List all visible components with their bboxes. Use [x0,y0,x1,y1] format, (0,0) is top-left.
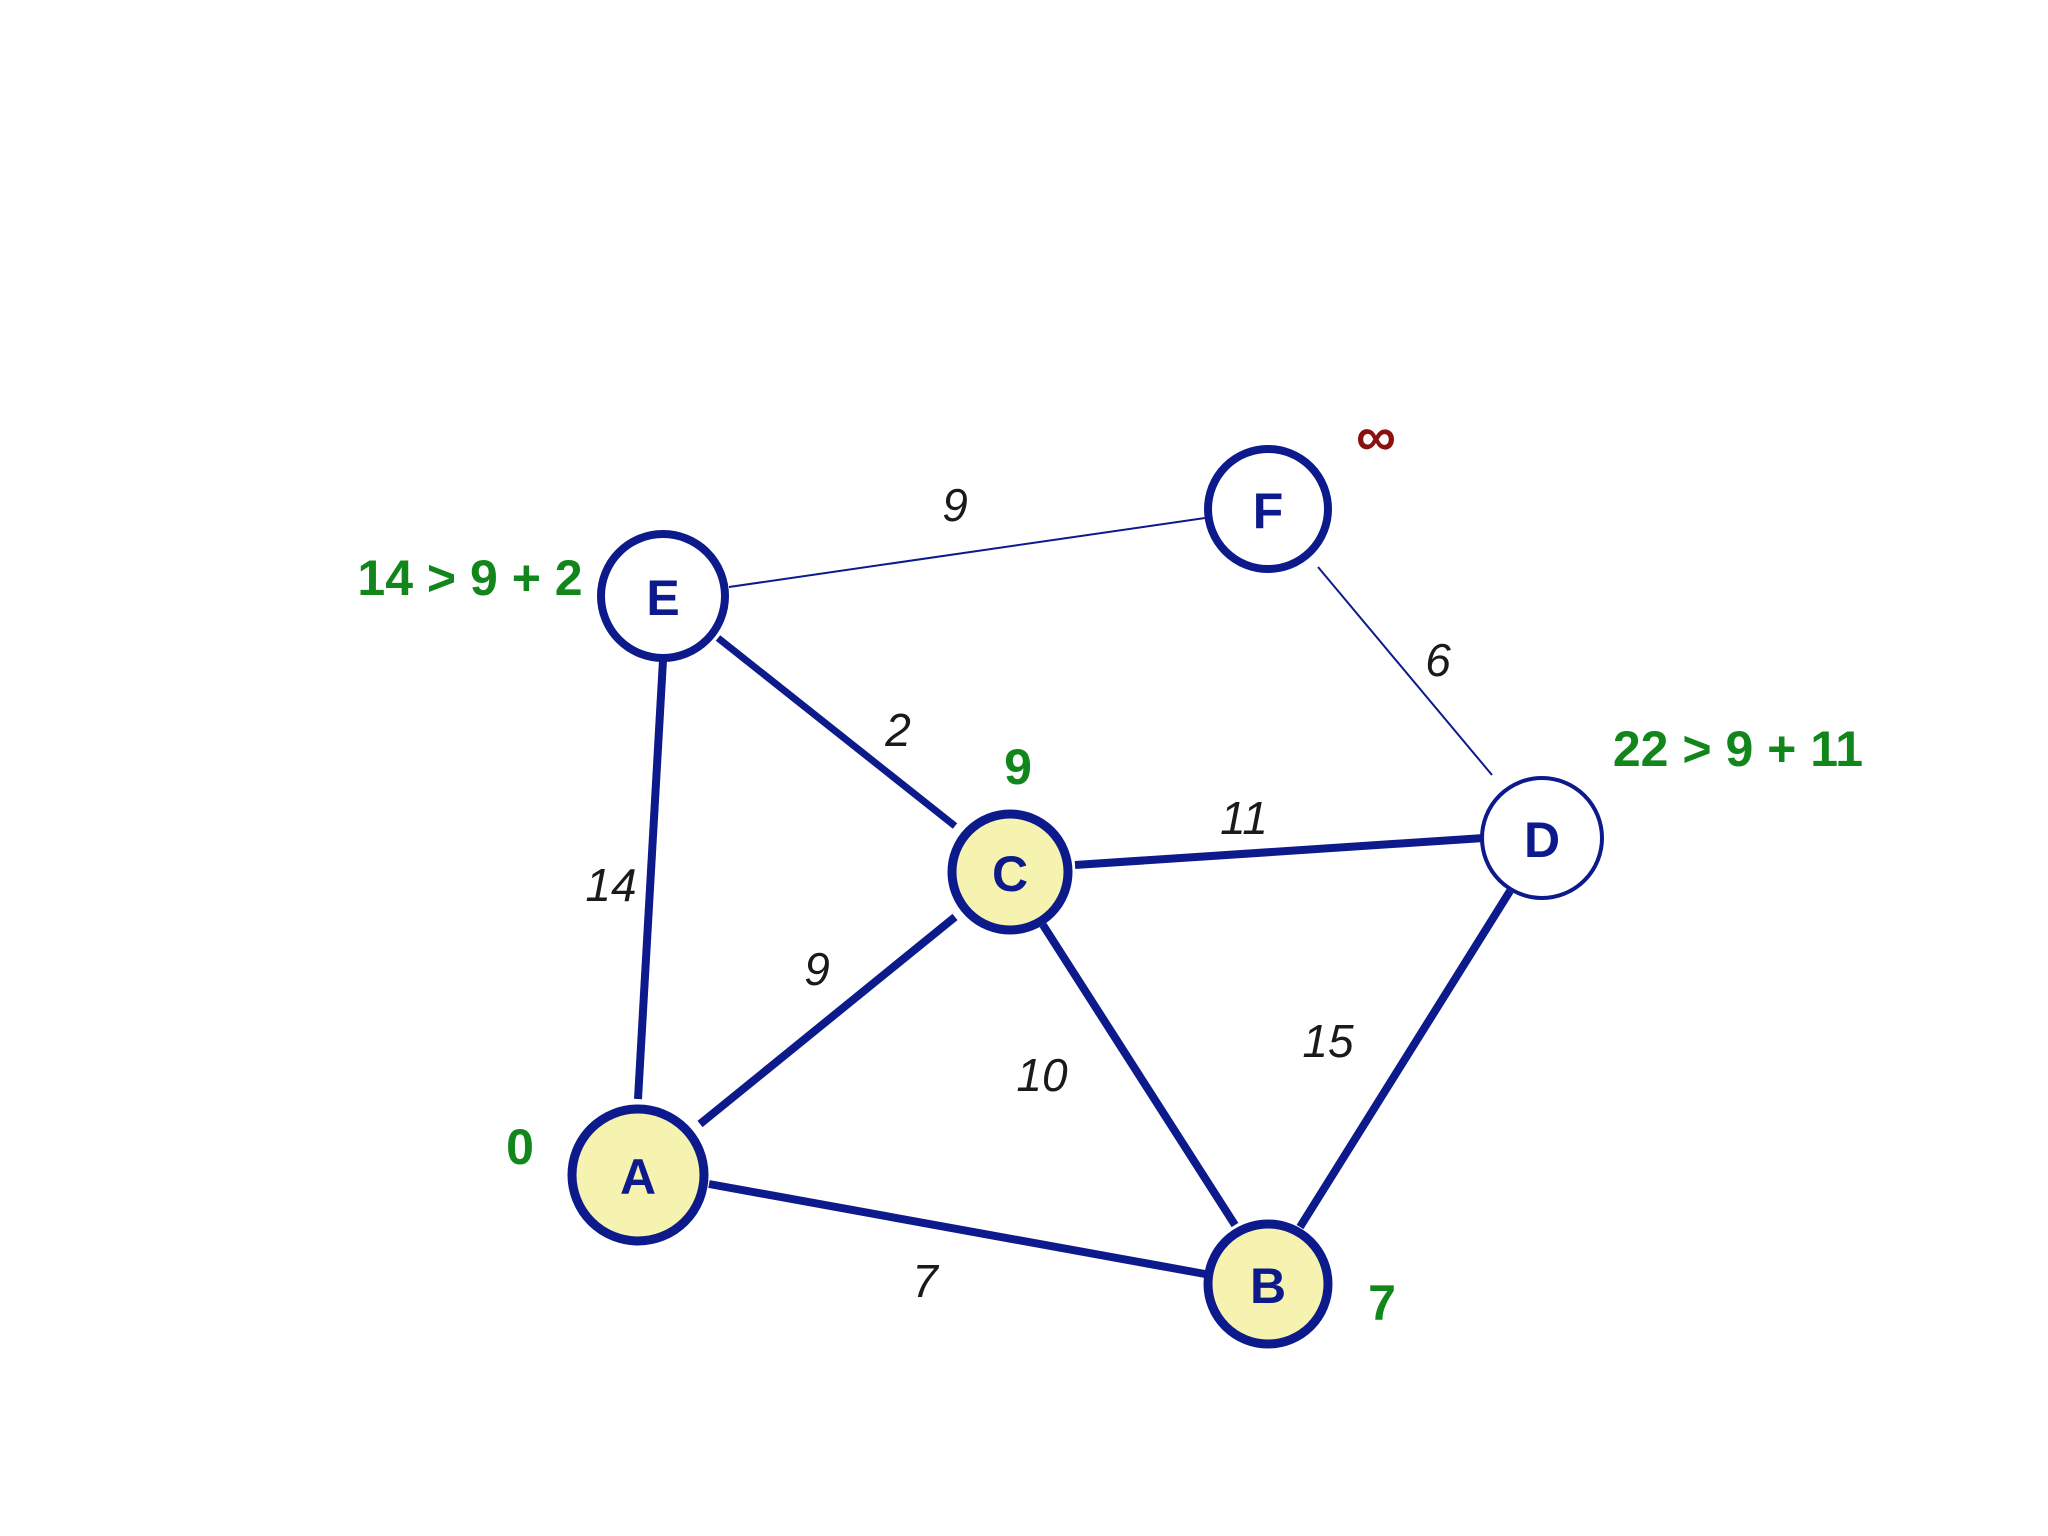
edge-weight-e-f: 9 [942,479,968,531]
weights-layer: 7 9 14 10 15 11 2 6 9 [585,479,1451,1307]
node-f-distance: ∞ [1356,405,1396,468]
node-c-circle [947,809,1073,935]
edges-layer [634,517,1514,1278]
edge-c-e [715,635,958,829]
node-e-circle [597,530,729,662]
node-e: E [597,530,729,662]
node-d-distance: 22 > 9 + 11 [1613,721,1863,777]
node-f-label: F [1253,483,1284,539]
node-d-label: D [1524,812,1560,868]
edge-a-e [634,659,667,1100]
edge-b-d [1296,888,1514,1230]
node-d: D [1480,776,1604,900]
node-f-circle [1204,445,1332,573]
node-d-circle [1480,776,1604,900]
node-a-label: A [620,1149,656,1205]
edge-a-c [697,913,958,1128]
node-f: F [1204,445,1332,573]
edge-weight-a-b: 7 [912,1255,939,1307]
node-c-distance: 9 [1004,739,1032,795]
edge-e-f [728,517,1206,588]
node-e-distance: 14 > 9 + 2 [357,550,582,606]
node-b-distance: 7 [1368,1275,1396,1331]
node-c: C [947,809,1073,935]
edge-d-f [1317,566,1493,776]
node-e-label: E [646,570,679,626]
edge-weight-c-d: 11 [1220,792,1268,844]
edge-weight-a-e: 14 [585,859,636,911]
nodes-layer: A B C D E F [567,445,1604,1349]
edge-weight-a-c: 9 [804,943,830,995]
node-a-circle [567,1104,709,1246]
node-b: B [1203,1219,1333,1349]
edge-weight-c-e: 2 [884,704,911,756]
edge-b-c [1039,922,1239,1228]
edge-weight-d-f: 6 [1425,634,1451,686]
edge-weight-b-c: 10 [1016,1049,1068,1101]
node-a-distance: 0 [506,1119,534,1175]
edge-c-d [1074,834,1485,869]
node-b-circle [1203,1219,1333,1349]
edge-a-b [708,1180,1206,1278]
node-c-label: C [992,846,1028,902]
node-a: A [567,1104,709,1246]
node-b-label: B [1250,1258,1286,1314]
distance-labels-layer: 0 7 9 22 > 9 + 11 14 > 9 + 2 ∞ [357,405,1863,1332]
edge-weight-b-d: 15 [1302,1015,1354,1067]
